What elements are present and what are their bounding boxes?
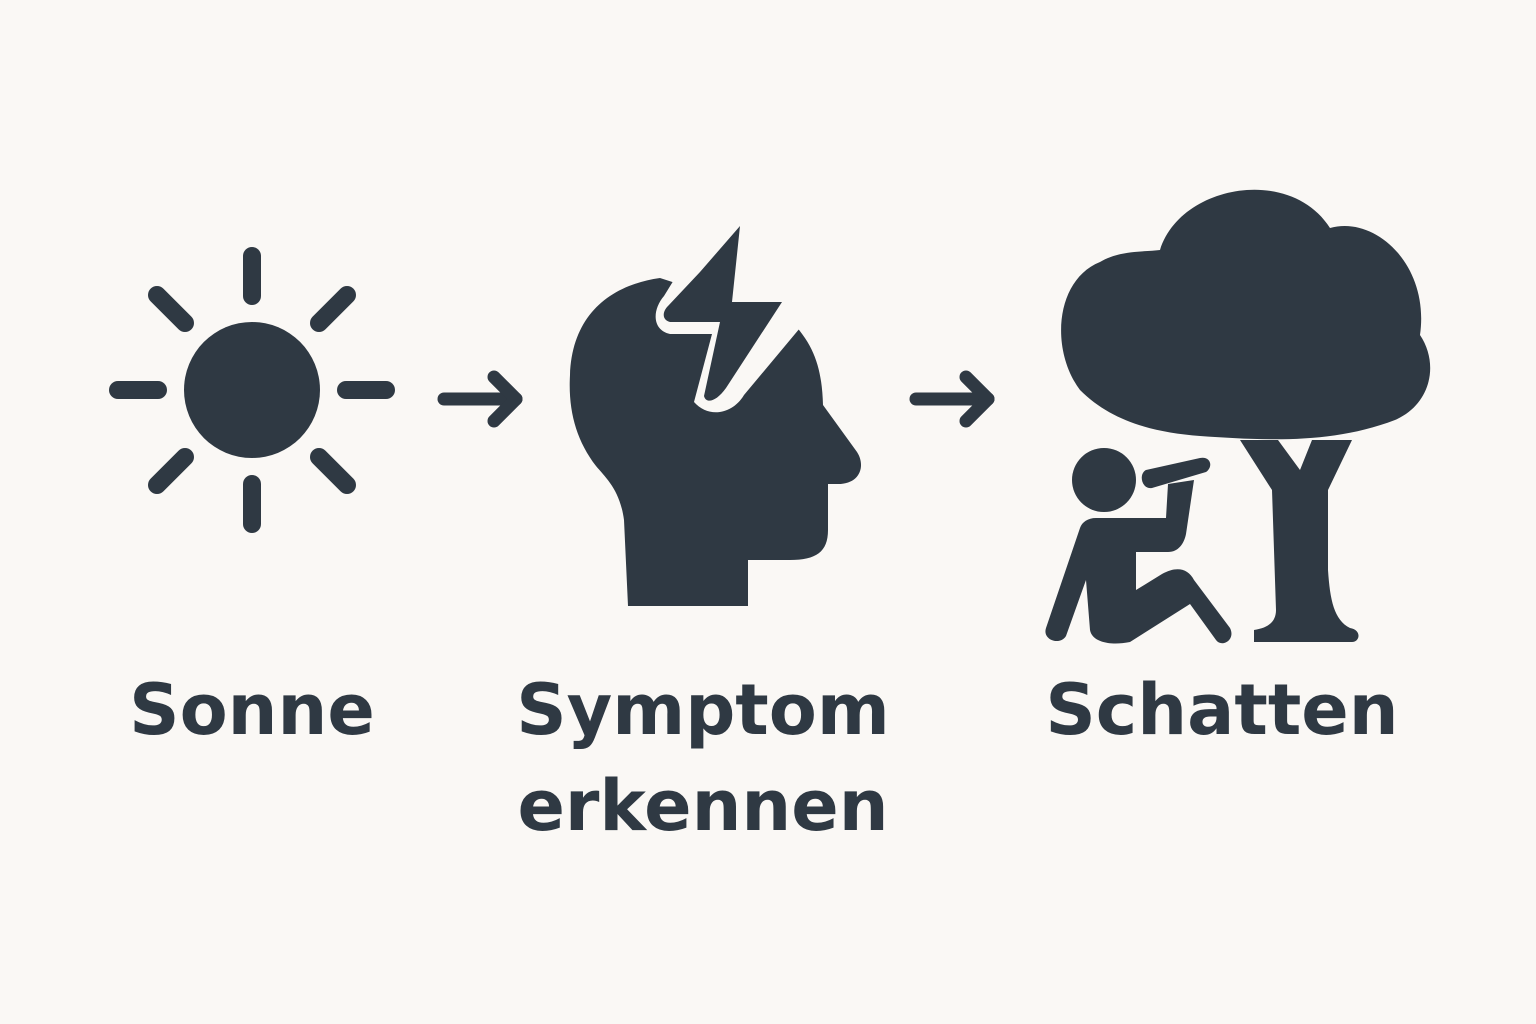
step-label-symptom-line-2: erkennen — [517, 765, 889, 847]
head-lightning-icon — [569, 216, 862, 606]
person-drinking-under-tree-icon — [1045, 189, 1431, 644]
sun-icon — [109, 247, 395, 533]
tree-canopy — [1061, 189, 1431, 440]
step-label-shade: Schatten — [1045, 669, 1399, 751]
person-body — [1045, 480, 1232, 644]
step-label-symptom: Symptom erkennen — [453, 662, 953, 854]
person-head — [1072, 448, 1136, 512]
step-label-sun: Sonne — [129, 669, 375, 751]
arrow-right-icon — [437, 370, 523, 428]
step-label-symptom-line-1: Symptom — [516, 669, 890, 751]
tree-trunk — [1240, 440, 1359, 642]
water-bottle — [1141, 457, 1211, 489]
arrow-right-icon — [909, 370, 995, 428]
